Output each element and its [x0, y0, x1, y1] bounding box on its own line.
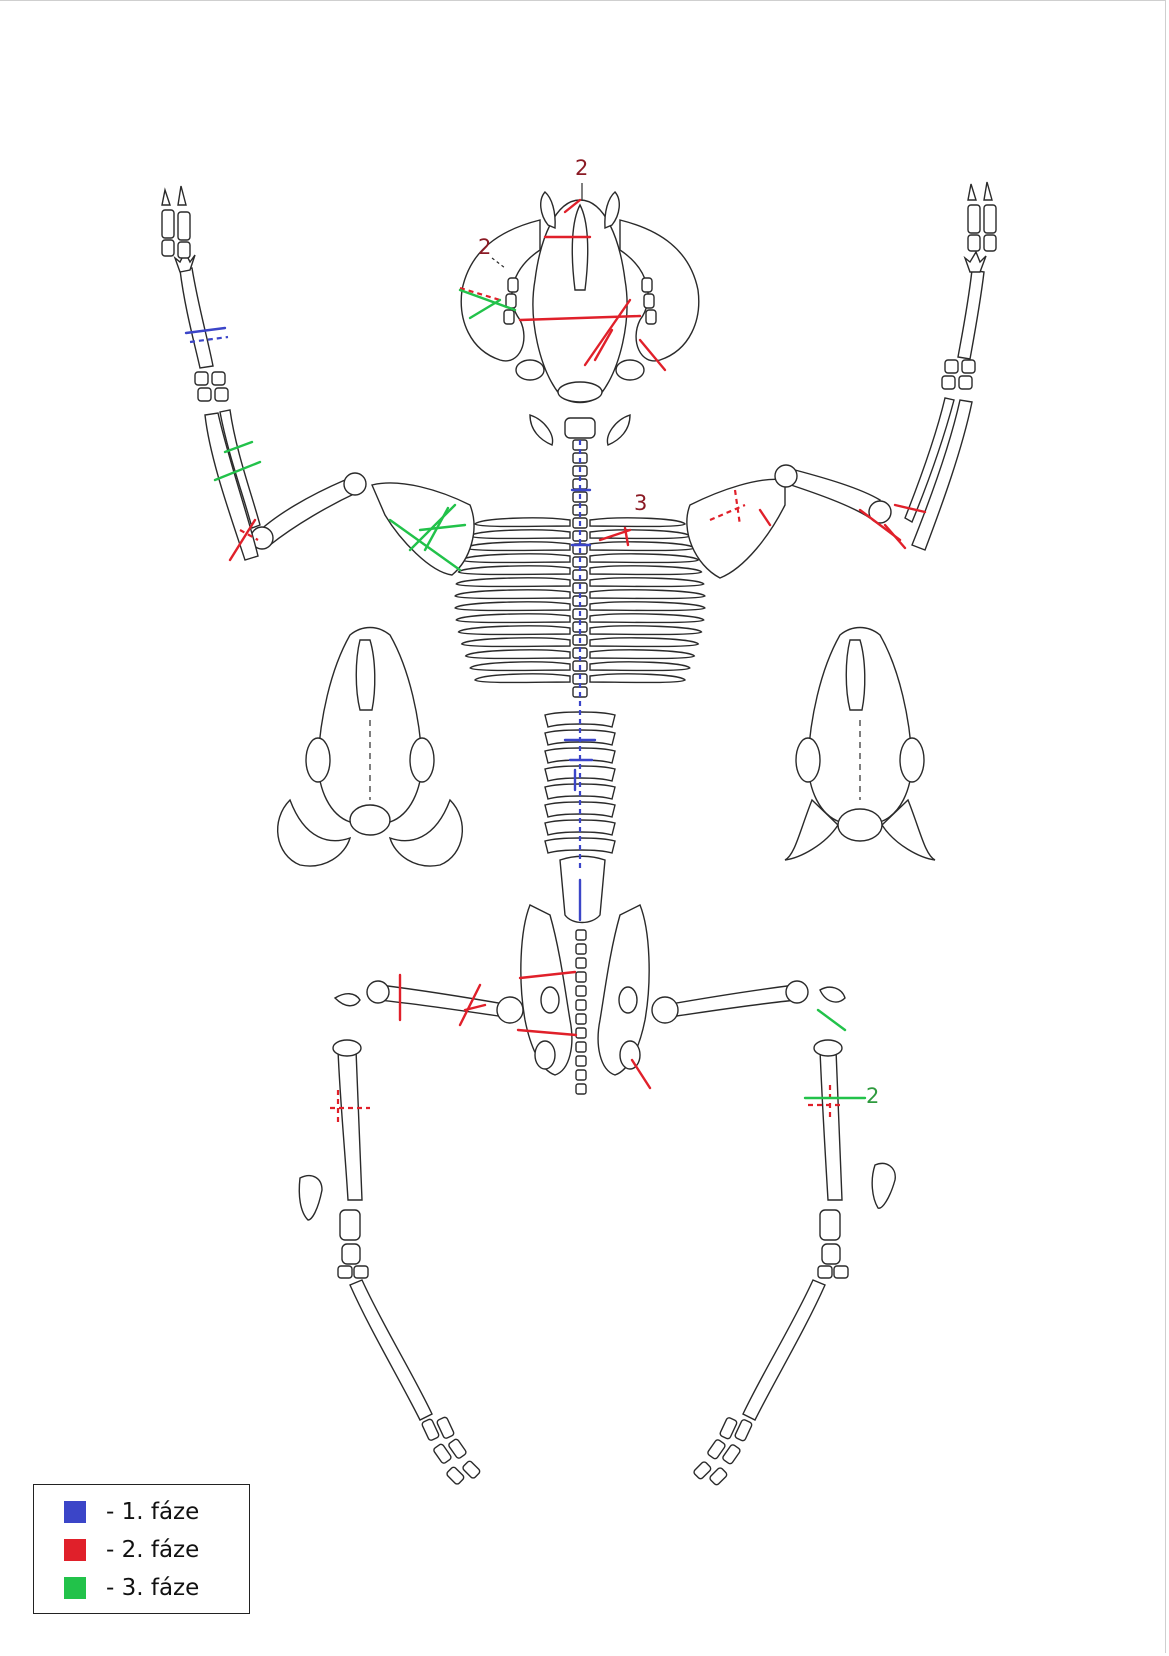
fracture-line	[818, 1010, 845, 1030]
rib-left	[459, 626, 570, 635]
caudal-vertebra	[576, 958, 586, 968]
caudal-vertebra	[576, 1000, 586, 1010]
sacrum	[560, 856, 605, 922]
rib-right	[590, 674, 685, 683]
skull-ventral-right	[785, 628, 935, 861]
fracture-line	[632, 1060, 650, 1088]
rib-left	[459, 566, 570, 575]
caudal-vertebra	[576, 1056, 586, 1066]
caudal-vertebra	[576, 1070, 586, 1080]
rib-right	[590, 578, 704, 587]
rib-right	[590, 602, 705, 611]
left-hindlimb	[299, 981, 523, 1485]
legend-label-phase2: - 2. fáze	[106, 1537, 199, 1563]
rib-left	[456, 614, 570, 623]
left-forelimb	[162, 186, 366, 560]
rib-right	[590, 542, 694, 551]
caudal-vertebra	[576, 930, 586, 940]
skull-top-number: 2	[575, 156, 588, 180]
right-hindlimb	[652, 981, 895, 1486]
thorax-number: 3	[634, 491, 647, 515]
legend: - 1. fáze - 2. fáze - 3. fáze	[33, 1484, 250, 1614]
rib-left	[466, 542, 570, 551]
legend-label-phase1: - 1. fáze	[106, 1499, 199, 1525]
caudal-vertebra	[576, 986, 586, 996]
rib-right	[590, 662, 690, 671]
right-forelimb	[775, 182, 996, 550]
rib-left	[470, 662, 570, 671]
skull-main	[461, 192, 698, 403]
rib-left	[475, 674, 570, 683]
rib-left	[475, 518, 570, 527]
rib-left	[455, 590, 570, 599]
rib-right	[590, 518, 685, 527]
rib-left	[462, 554, 570, 563]
rib-right	[590, 590, 705, 599]
rib-right	[590, 614, 704, 623]
skull-left-number: 2	[478, 235, 491, 259]
tibia-number: 2	[866, 1084, 879, 1108]
caudal-vertebra	[576, 944, 586, 954]
fracture-line	[885, 525, 905, 548]
caudal-vertebra	[576, 972, 586, 982]
rib-left	[470, 530, 570, 539]
rib-right	[590, 638, 698, 647]
skull-ventral-left	[278, 628, 463, 866]
rib-left	[456, 578, 570, 587]
caudal-vertebra	[576, 1014, 586, 1024]
rib-right	[590, 566, 701, 575]
rib-left	[466, 650, 570, 659]
legend-item-phase1: - 1. fáze	[64, 1497, 199, 1527]
phase1-swatch	[64, 1501, 86, 1523]
rib-right	[590, 650, 694, 659]
legend-item-phase3: - 3. fáze	[64, 1573, 199, 1603]
caudal-vertebra	[576, 1028, 586, 1038]
legend-item-phase2: - 2. fáze	[64, 1535, 199, 1565]
legend-label-phase3: - 3. fáze	[106, 1575, 199, 1601]
rib-left	[462, 638, 570, 647]
rib-right	[590, 554, 698, 563]
phase2-swatch	[64, 1539, 86, 1561]
caudal-vertebra	[576, 1042, 586, 1052]
phase3-swatch	[64, 1577, 86, 1599]
caudal-vertebra	[576, 1084, 586, 1094]
rib-left	[455, 602, 570, 611]
rib-right	[590, 626, 701, 635]
